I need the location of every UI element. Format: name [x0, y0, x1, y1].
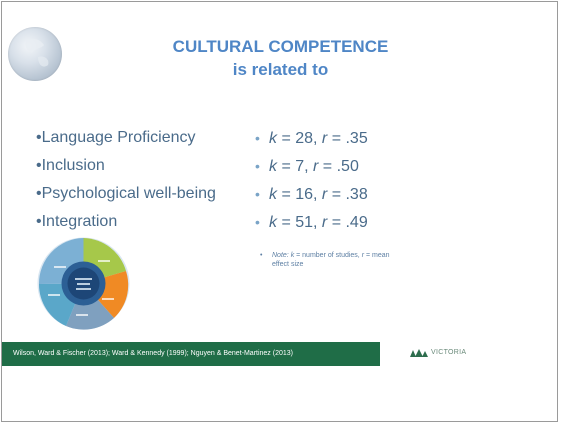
stats-list: •k = 28, r = .35 •k = 7, r = .50 •k = 16… — [255, 127, 368, 239]
title-line-1: CULTURAL COMPETENCE — [172, 37, 389, 56]
r-value: .35 — [345, 130, 368, 147]
k-symbol: k — [269, 186, 277, 203]
k-symbol: k — [269, 158, 277, 175]
note-text-1: = number of studies, — [294, 252, 362, 259]
globe-icon — [8, 27, 62, 81]
note-k: k — [290, 252, 295, 259]
stat-item: •k = 28, r = .35 — [255, 127, 368, 155]
r-symbol: r — [321, 214, 328, 231]
r-value: .38 — [345, 186, 368, 203]
k-value: 16 — [295, 186, 314, 203]
k-value: 51 — [295, 214, 314, 231]
footnote: • Note: k = number of studies, r = mean e… — [260, 251, 480, 269]
footnote-line-1: • Note: k = number of studies, r = mean — [260, 251, 480, 260]
note-label: Note: — [272, 252, 289, 259]
stat-item: •k = 7, r = .50 — [255, 155, 368, 183]
logo-text: VICTORIA — [431, 349, 467, 356]
r-value: .50 — [336, 158, 359, 175]
k-value: 7 — [295, 158, 305, 175]
outcomes-list: •Language Proficiency •Inclusion •Psycho… — [36, 127, 216, 239]
footnote-line-2: effect size — [272, 261, 304, 268]
outcome-item: •Integration — [36, 213, 118, 230]
k-symbol: k — [269, 130, 277, 147]
outcome-item: •Language Proficiency — [36, 129, 196, 146]
references-bar: Wilson, Ward & Fischer (2013); Ward & Ke… — [2, 342, 380, 366]
stat-item: •k = 51, r = .49 — [255, 211, 368, 239]
bullet: • — [255, 130, 260, 146]
slide-title: CULTURAL COMPETENCE is related to — [2, 35, 557, 81]
r-symbol: r — [313, 158, 319, 175]
bullet: • — [255, 158, 260, 174]
outcome-item: •Inclusion — [36, 157, 105, 174]
bullet: • — [255, 186, 260, 202]
bullet: • — [255, 214, 260, 230]
bullet: • — [260, 252, 263, 259]
note-r: r — [361, 252, 365, 259]
stat-item: •k = 16, r = .38 — [255, 183, 368, 211]
k-value: 28 — [295, 130, 314, 147]
title-line-2: is related to — [232, 60, 329, 79]
r-symbol: r — [321, 186, 328, 203]
k-symbol: k — [269, 214, 277, 231]
r-symbol: r — [321, 130, 328, 147]
logo-mark-icon — [410, 349, 428, 357]
note-text-2: = mean — [364, 252, 390, 259]
competence-wheel-diagram — [36, 236, 131, 331]
r-value: .49 — [345, 214, 368, 231]
outcome-item: •Psychological well-being — [36, 185, 216, 202]
